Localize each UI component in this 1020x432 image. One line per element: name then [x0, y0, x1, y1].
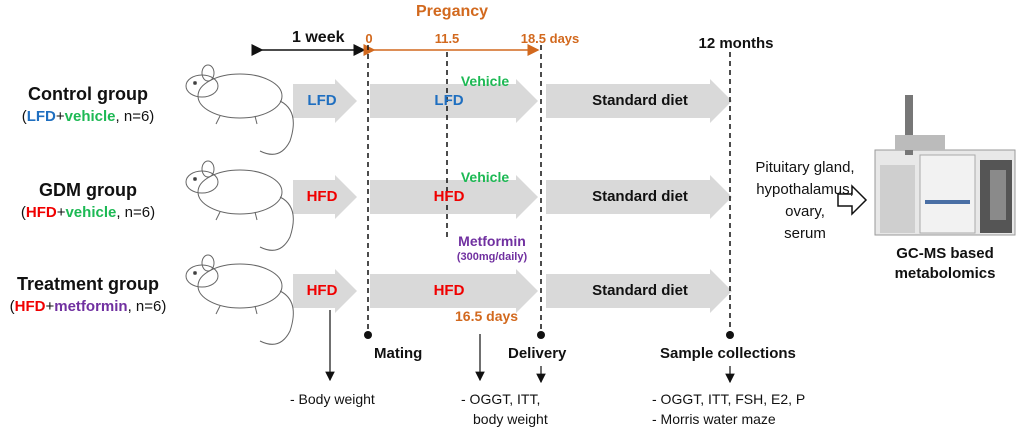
delivery-label: Delivery	[508, 345, 567, 362]
day-16-5-label: 16.5 days	[455, 308, 519, 324]
group-name: GDM group	[39, 180, 137, 200]
outcome-sample-1: - OGGT, ITT, FSH, E2, P	[652, 391, 806, 407]
diet-arrow	[293, 175, 732, 219]
group-description: (HFD+metformin, n=6)	[9, 298, 167, 315]
sample-dot	[726, 331, 734, 339]
tissue-list: Pituitary gland, hypothalamus, ovary, serum	[755, 157, 854, 245]
pregnancy-diet: LFD	[434, 92, 464, 109]
pre-mating-diet: LFD	[307, 92, 337, 109]
day-11-5-label: 11.5	[434, 31, 460, 46]
group-description: (HFD+vehicle, n=6)	[20, 204, 156, 221]
diet-arrow	[293, 79, 732, 123]
tissue-item: Pituitary gland,	[755, 159, 855, 176]
hollow-arrow-icon	[837, 184, 868, 216]
outcome-body-weight: - Body weight	[290, 391, 375, 407]
timepoint-dashed-lines	[367, 45, 731, 335]
pregnancy-diet: HFD	[433, 282, 465, 299]
mouse-image	[185, 160, 294, 251]
sample-collections-label: Sample collections	[660, 345, 796, 362]
standard-diet-label: Standard diet	[592, 282, 688, 299]
pre-mating-diet: HFD	[306, 188, 338, 205]
tissue-item: hypothalamus,	[756, 181, 854, 198]
treatment-label: Metformin	[458, 233, 526, 249]
standard-diet-label: Standard diet	[592, 92, 688, 109]
group-name: Treatment group	[16, 274, 160, 294]
week-label: 1 week	[292, 29, 345, 46]
treatment-label: Vehicle	[460, 169, 510, 185]
outcome-sample-2: - Morris water maze	[652, 411, 776, 427]
mating-label: Mating	[374, 345, 423, 362]
tissue-item: ovary,	[785, 203, 825, 220]
delivery-dot	[537, 331, 545, 339]
dose-label: (300mg/daily)	[456, 251, 528, 263]
month-12-label: 12 months	[698, 35, 774, 52]
day-18-5-label: 18.5 days	[520, 31, 580, 46]
mouse-image	[185, 254, 294, 345]
pre-mating-diet: HFD	[306, 282, 338, 299]
gc-ms-instrument-image	[874, 95, 1016, 236]
outcome-pregnancy-1: - OGGT, ITT,	[461, 391, 541, 407]
standard-diet-label: Standard diet	[592, 188, 688, 205]
mating-dot	[364, 331, 372, 339]
group-name: Control group	[28, 84, 148, 104]
mouse-image	[185, 64, 294, 155]
treatment-label: Vehicle	[460, 73, 510, 89]
group-description: (LFD+vehicle, n=6)	[21, 108, 155, 125]
day-0-label: 0	[365, 31, 373, 46]
outcome-pregnancy-2: body weight	[473, 411, 548, 427]
pregnancy-diet: HFD	[433, 188, 465, 205]
diet-arrow	[293, 269, 732, 313]
pregnancy-label: Pregancy	[416, 3, 489, 20]
outcome-arrows	[325, 310, 735, 384]
tissue-item: serum	[784, 225, 826, 242]
